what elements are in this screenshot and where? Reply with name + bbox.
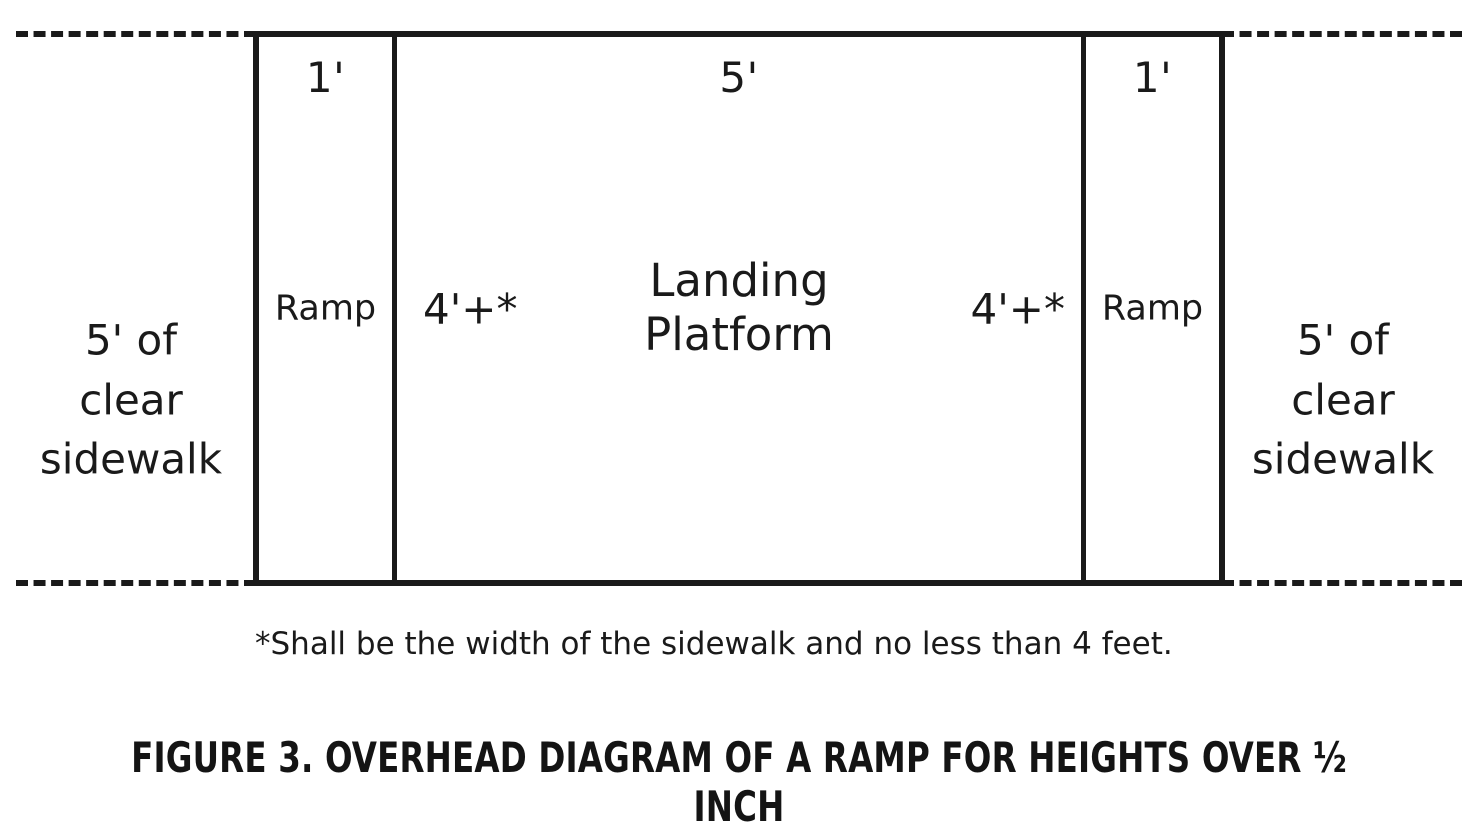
sidewalk-callout-left-line-1: 5' of (84, 315, 178, 365)
figure-canvas: 5' of clear sidewalk 1' Ramp 5' 4'+* Lan… (16, 31, 1462, 831)
sidewalk-callout-right-line-3: sidewalk (1251, 434, 1435, 484)
landing-platform-label: Landing Platform (397, 254, 1081, 364)
ramp-left-dimension: 1' (305, 53, 346, 102)
ramp-right-label: Ramp (1101, 288, 1204, 329)
sidewalk-callout-left: 5' of clear sidewalk (16, 311, 246, 490)
sidewalk-callout-right: 5' of clear sidewalk (1228, 311, 1458, 490)
landing-platform-label-line-2: Platform (644, 308, 834, 362)
ramp-assembly-box: 1' Ramp 5' 4'+* Landing Platform 4'+* 1'… (253, 31, 1225, 586)
landing-platform-section: 5' 4'+* Landing Platform 4'+* (397, 37, 1086, 580)
sidewalk-callout-left-line-3: sidewalk (39, 434, 223, 484)
sidewalk-callout-right-line-1: 5' of (1296, 315, 1390, 365)
ramp-right-dimension: 1' (1132, 53, 1173, 102)
sidewalk-callout-right-line-2: clear (1291, 375, 1395, 425)
figure-caption: FIGURE 3. OVERHEAD DIAGRAM OF A RAMP FOR… (131, 733, 1347, 831)
ramp-section-right: 1' Ramp (1086, 37, 1219, 580)
platform-dimension: 5' (719, 53, 759, 102)
sidewalk-callout-left-line-2: clear (79, 375, 183, 425)
sidewalk-edge-dashed-bottom-left (16, 580, 256, 586)
sidewalk-edge-dashed-top-right (1222, 31, 1462, 37)
ramp-left-label: Ramp (274, 288, 377, 329)
figure-footnote: *Shall be the width of the sidewalk and … (255, 626, 1173, 662)
ramp-section-left: 1' Ramp (259, 37, 397, 580)
sidewalk-edge-dashed-bottom-right (1222, 580, 1462, 586)
landing-platform-label-line-1: Landing (649, 253, 829, 307)
platform-approach-dimension-left: 4'+* (423, 284, 518, 333)
sidewalk-edge-dashed-top-left (16, 31, 256, 37)
platform-approach-dimension-right: 4'+* (970, 284, 1065, 333)
